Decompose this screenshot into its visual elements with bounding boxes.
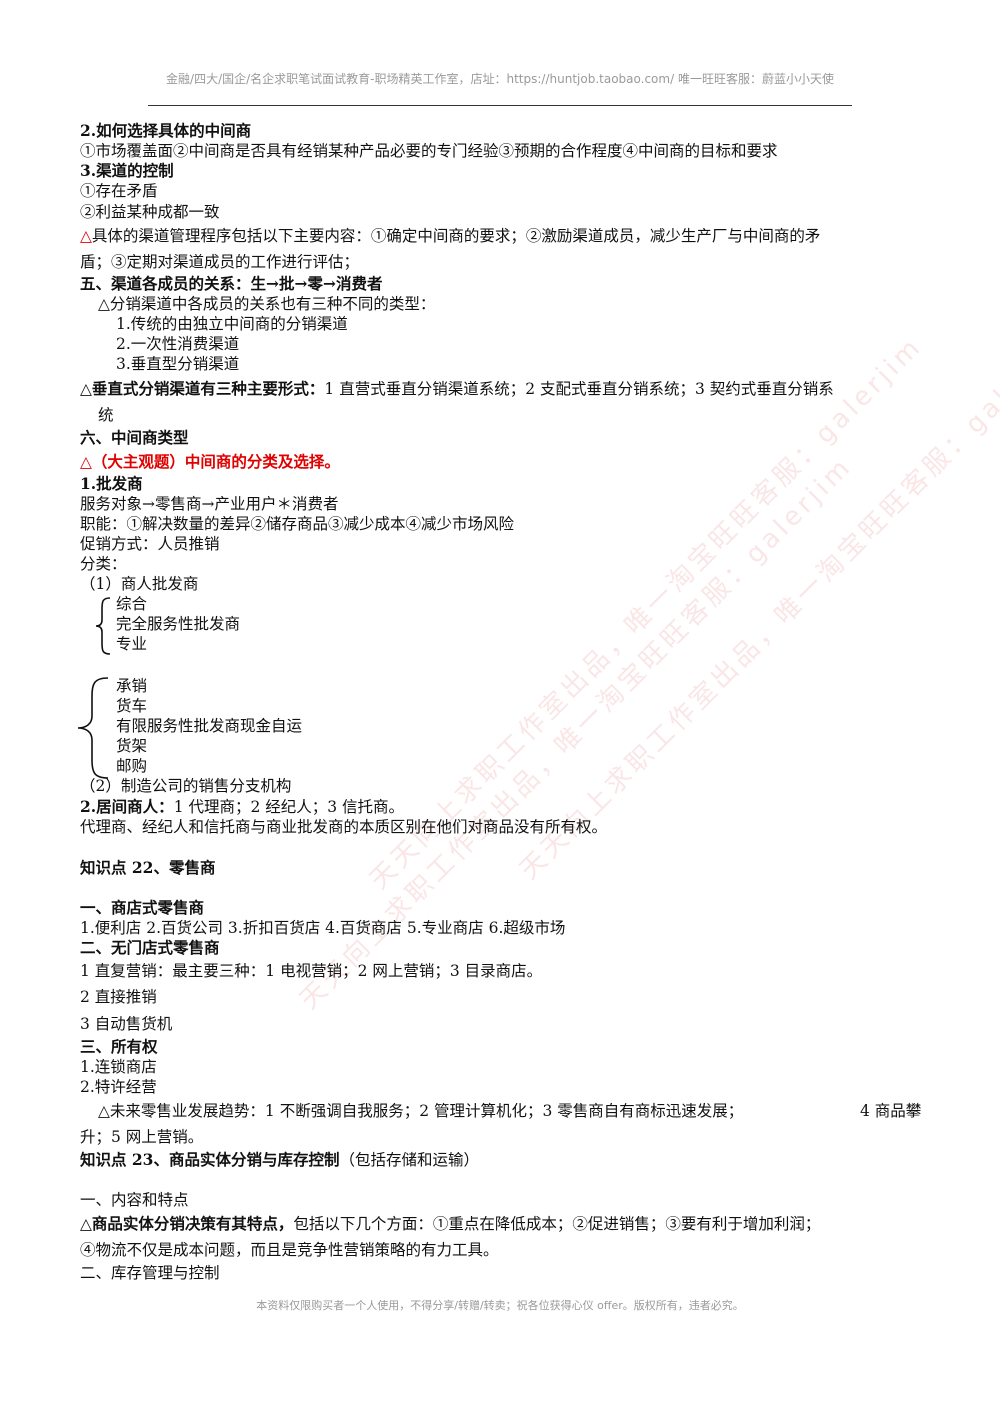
text-line: 盾；③定期对渠道成员的工作进行评估； bbox=[80, 253, 360, 271]
text-line: 1 直复营销：最主要三种：1 电视营销；2 网上营销；3 目录商店。 bbox=[80, 962, 543, 980]
text-line: 职能：①解决数量的差异②储存商品③减少成本④减少市场风险 bbox=[80, 515, 515, 533]
text-line: 知识点 23、商品实体分销与库存控制（包括存储和运输） bbox=[80, 1150, 479, 1170]
text-line: 1.连锁商店 bbox=[80, 1058, 157, 1076]
text-span: 2.居间商人： bbox=[80, 797, 174, 816]
text-line: 统 bbox=[98, 406, 114, 424]
heading-red-question: △（大主观题）中间商的分类及选择。 bbox=[80, 452, 340, 471]
text-line: 2.一次性消费渠道 bbox=[116, 335, 240, 353]
triangle-icon: △ bbox=[80, 227, 92, 245]
text-line: 升；5 网上营销。 bbox=[80, 1128, 204, 1146]
brace-icon bbox=[95, 597, 111, 655]
text-line: 邮购 bbox=[116, 757, 148, 775]
text-line: 4 商品攀 bbox=[860, 1102, 922, 1120]
text-span: 包括以下几个方面：①重点在降低成本；②促进销售；③要有利于增加利润； bbox=[293, 1215, 821, 1233]
text-line: 2.特许经营 bbox=[80, 1078, 157, 1096]
heading-store-retailer: 一、商店式零售商 bbox=[80, 898, 205, 917]
watermark: 天天向上求职工作室出品，唯一淘宝旺旺客服：galerjim bbox=[364, 331, 929, 896]
heading-section-five: 五、渠道各成员的关系：生→批→零→消费者 bbox=[80, 274, 383, 293]
heading-ownership: 三、所有权 bbox=[80, 1037, 158, 1056]
text-line: 综合 bbox=[116, 595, 148, 613]
heading-knowledge-22: 知识点 22、零售商 bbox=[80, 858, 216, 877]
text-line: △商品实体分销决策有其特点，包括以下几个方面：①重点在降低成本；②促进销售；③要… bbox=[80, 1214, 820, 1234]
text-line: 专业 bbox=[116, 635, 148, 653]
text-line: 有限服务性批发商现金自运 bbox=[116, 717, 303, 735]
text-line: 分类： bbox=[80, 555, 127, 573]
text-line: 1.便利店 2.百货公司 3.折扣百货店 4.百货商店 5.专业商店 6.超级市… bbox=[80, 919, 566, 937]
heading-knowledge-23: 知识点 23、商品实体分销与库存控制 bbox=[80, 1150, 340, 1169]
text-line: △具体的渠道管理程序包括以下主要内容：①确定中间商的要求；②激励渠道成员，减少生… bbox=[80, 226, 820, 246]
text-span: （包括存储和运输） bbox=[339, 1151, 479, 1169]
text-span: 1 代理商；2 经纪人；3 信托商。 bbox=[173, 798, 405, 816]
heading-section-six: 六、中间商类型 bbox=[80, 428, 189, 447]
heading-channel-control: 3.渠道的控制 bbox=[80, 161, 174, 180]
text-line: 代理商、经纪人和信托商与商业批发商的本质区别在他们对商品没有所有权。 bbox=[80, 818, 608, 836]
text-line: 货架 bbox=[116, 737, 148, 755]
text-span: △垂直式分销渠道有三种主要形式： bbox=[80, 379, 325, 398]
text-line: 一、内容和特点 bbox=[80, 1191, 189, 1209]
text-line: 3.垂直型分销渠道 bbox=[116, 355, 240, 373]
header-rule bbox=[148, 105, 852, 106]
text-line: △未来零售业发展趋势：1 不断强调自我服务；2 管理计算机化；3 零售商自有商标… bbox=[98, 1102, 744, 1120]
text-line: 3 自动售货机 bbox=[80, 1015, 173, 1033]
text-line: 货车 bbox=[116, 697, 148, 715]
watermark: 天天向上求职工作室出品，唯一淘宝旺旺客服：galerjim bbox=[514, 321, 1000, 886]
text-line: （2）制造公司的销售分支机构 bbox=[80, 777, 292, 795]
text-line: 服务对象→零售商→产业用户＊消费者 bbox=[80, 495, 339, 513]
text-line: ②利益某种成都一致 bbox=[80, 203, 220, 221]
text-line: ①存在矛盾 bbox=[80, 182, 158, 200]
text-line: △垂直式分销渠道有三种主要形式：1 直营式垂直分销渠道系统；2 支配式垂直分销系… bbox=[80, 379, 834, 399]
page-header: 金融/四大/国企/名企求职笔试面试教育-职场精英工作室，店址：https://h… bbox=[166, 72, 834, 86]
text-line: （1）商人批发商 bbox=[80, 575, 199, 593]
text-span: 1 直营式垂直分销渠道系统；2 支配式垂直分销系统；3 契约式垂直分销系 bbox=[324, 380, 834, 398]
text-line: 二、库存管理与控制 bbox=[80, 1264, 220, 1282]
heading-non-store-retailer: 二、无门店式零售商 bbox=[80, 938, 220, 957]
text-line: 2 直接推销 bbox=[80, 988, 157, 1006]
text-span: 具体的渠道管理程序包括以下主要内容：①确定中间商的要求；②激励渠道成员，减少生产… bbox=[91, 227, 821, 245]
text-line: 完全服务性批发商 bbox=[116, 615, 241, 633]
text-line: △分销渠道中各成员的关系也有三种不同的类型： bbox=[98, 295, 436, 313]
heading-select-intermediary: 2.如何选择具体的中间商 bbox=[80, 121, 252, 140]
text-line: ④物流不仅是成本问题，而且是竞争性营销策略的有力工具。 bbox=[80, 1241, 499, 1259]
page-footer: 本资料仅限购买者一个人使用，不得分享/转赠/转卖；祝各位获得心仪 offer。版… bbox=[256, 1299, 744, 1312]
text-span: △商品实体分销决策有其特点， bbox=[80, 1214, 294, 1233]
text-line: 承销 bbox=[116, 677, 148, 695]
brace-icon bbox=[77, 677, 109, 779]
text-line: 2.居间商人：1 代理商；2 经纪人；3 信托商。 bbox=[80, 797, 404, 817]
text-line: 1.传统的由独立中间商的分销渠道 bbox=[116, 315, 348, 333]
heading-wholesaler: 1.批发商 bbox=[80, 474, 143, 493]
text-line: 促销方式：人员推销 bbox=[80, 535, 220, 553]
text-line: ①市场覆盖面②中间商是否具有经销某种产品必要的专门经验③预期的合作程度④中间商的… bbox=[80, 142, 778, 160]
